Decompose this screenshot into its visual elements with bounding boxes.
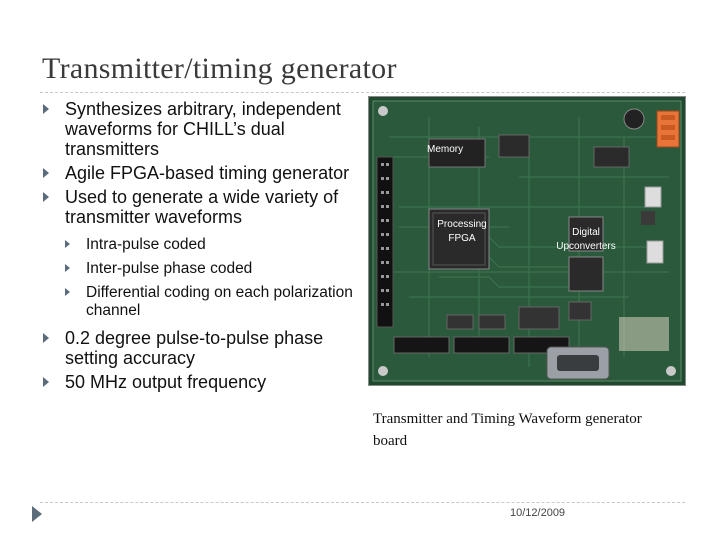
circuit-board-image <box>369 97 685 385</box>
bullet-item: Synthesizes arbitrary, independent wavef… <box>38 99 358 159</box>
photo-caption: Transmitter and Timing Waveform generato… <box>373 411 642 449</box>
bullet-text: 0.2 degree pulse-to-pulse phase setting … <box>65 328 324 368</box>
bullet-item: Used to generate a wide variety of trans… <box>38 187 358 227</box>
bullet-item: 0.2 degree pulse-to-pulse phase setting … <box>38 328 358 368</box>
bullet-arrow-icon <box>43 168 49 178</box>
bullet-arrow-icon <box>43 104 49 114</box>
bullet-arrow-icon <box>43 192 49 202</box>
bullet-item: 50 MHz output frequency <box>38 372 358 392</box>
sub-bullet-list: Intra-pulse coded Inter-pulse phase code… <box>38 236 358 320</box>
sub-bullet-text: Intra-pulse coded <box>86 236 206 253</box>
footer-arrow-icon <box>32 506 42 522</box>
sub-bullet-text: Inter-pulse phase coded <box>86 260 253 277</box>
bullet-item: Agile FPGA-based timing generator <box>38 163 358 183</box>
bullet-text: Synthesizes arbitrary, independent wavef… <box>65 99 341 159</box>
slide-title: Transmitter/timing generator <box>42 52 397 85</box>
digital-label-line2: Upconverters <box>556 241 616 252</box>
bullet-arrow-icon <box>65 288 70 296</box>
slide-date: 10/12/2009 <box>510 507 566 519</box>
memory-label: Memory <box>427 144 464 155</box>
bullet-text: Agile FPGA-based timing generator <box>65 163 350 183</box>
processing-label-line2: FPGA <box>448 233 476 244</box>
processing-label-line1: Processing <box>437 219 487 230</box>
sub-bullet-item: Inter-pulse phase coded <box>38 260 358 278</box>
bullet-arrow-icon <box>43 377 49 387</box>
digital-label-line1: Digital <box>572 227 600 238</box>
sub-bullet-text: Differential coding on each polarization… <box>86 284 353 319</box>
sub-bullet-item: Intra-pulse coded <box>38 236 358 254</box>
bullet-arrow-icon <box>43 333 49 343</box>
bullet-arrow-icon <box>65 264 70 272</box>
sub-bullet-item: Differential coding on each polarization… <box>38 284 358 320</box>
footer-divider <box>40 502 685 503</box>
title-divider <box>40 92 685 93</box>
bullet-text: 50 MHz output frequency <box>65 372 267 392</box>
bullet-list: Synthesizes arbitrary, independent wavef… <box>38 99 358 392</box>
bullet-text: Used to generate a wide variety of trans… <box>65 187 339 227</box>
bullet-arrow-icon <box>65 240 70 248</box>
circuit-board-photo: Memory Processing FPGA Digital Upconvert… <box>368 96 686 386</box>
